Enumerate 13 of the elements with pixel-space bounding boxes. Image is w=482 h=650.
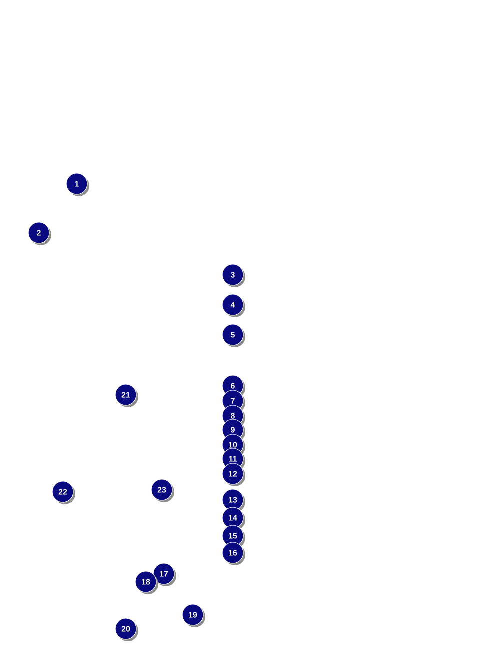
callout-number: 18 (135, 571, 158, 594)
callout-number: 12 (222, 463, 246, 486)
callout-number: 19 (182, 604, 206, 628)
callout-number: 20 (115, 618, 138, 642)
callout-number: 21 (115, 384, 138, 408)
callout-number: 1 (66, 173, 90, 196)
callout-number: 23 (151, 479, 174, 502)
callout-number: 22 (52, 481, 76, 504)
callout-number: 5 (222, 324, 246, 348)
callout-number: 3 (222, 264, 246, 288)
callout-number: 2 (28, 222, 52, 246)
callout-number: 4 (222, 294, 246, 318)
callout-number: 16 (222, 542, 246, 566)
